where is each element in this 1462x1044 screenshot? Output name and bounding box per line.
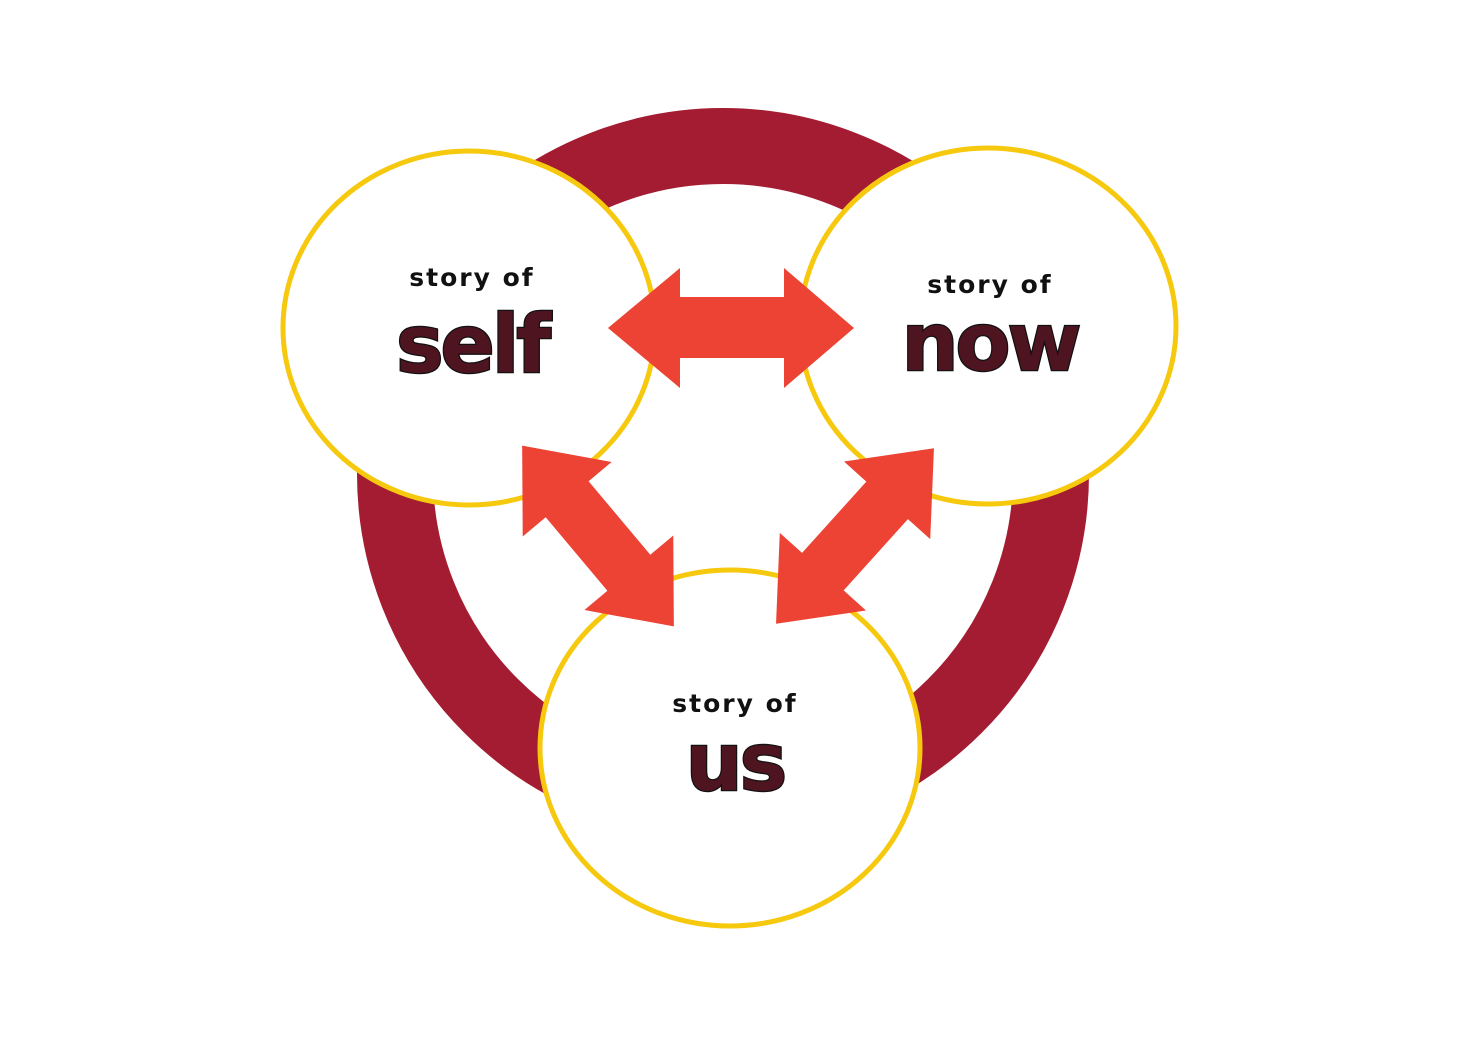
arrow-self-now <box>608 268 854 388</box>
us-prefix-label: story of <box>672 689 797 718</box>
arrow-self-now-shape <box>608 268 854 388</box>
now-prefix-label: story of <box>927 270 1052 299</box>
us-title-label: us <box>686 716 785 809</box>
arrow-self-us-shape <box>522 445 674 627</box>
self-prefix-label: story of <box>409 263 534 292</box>
now-title-label: now <box>902 296 1080 389</box>
arrow-now-us <box>776 448 934 624</box>
self-title-label: self <box>396 298 552 391</box>
arrow-now-us-shape <box>776 448 934 624</box>
circle-us <box>537 567 923 929</box>
arrow-self-us <box>522 445 674 627</box>
